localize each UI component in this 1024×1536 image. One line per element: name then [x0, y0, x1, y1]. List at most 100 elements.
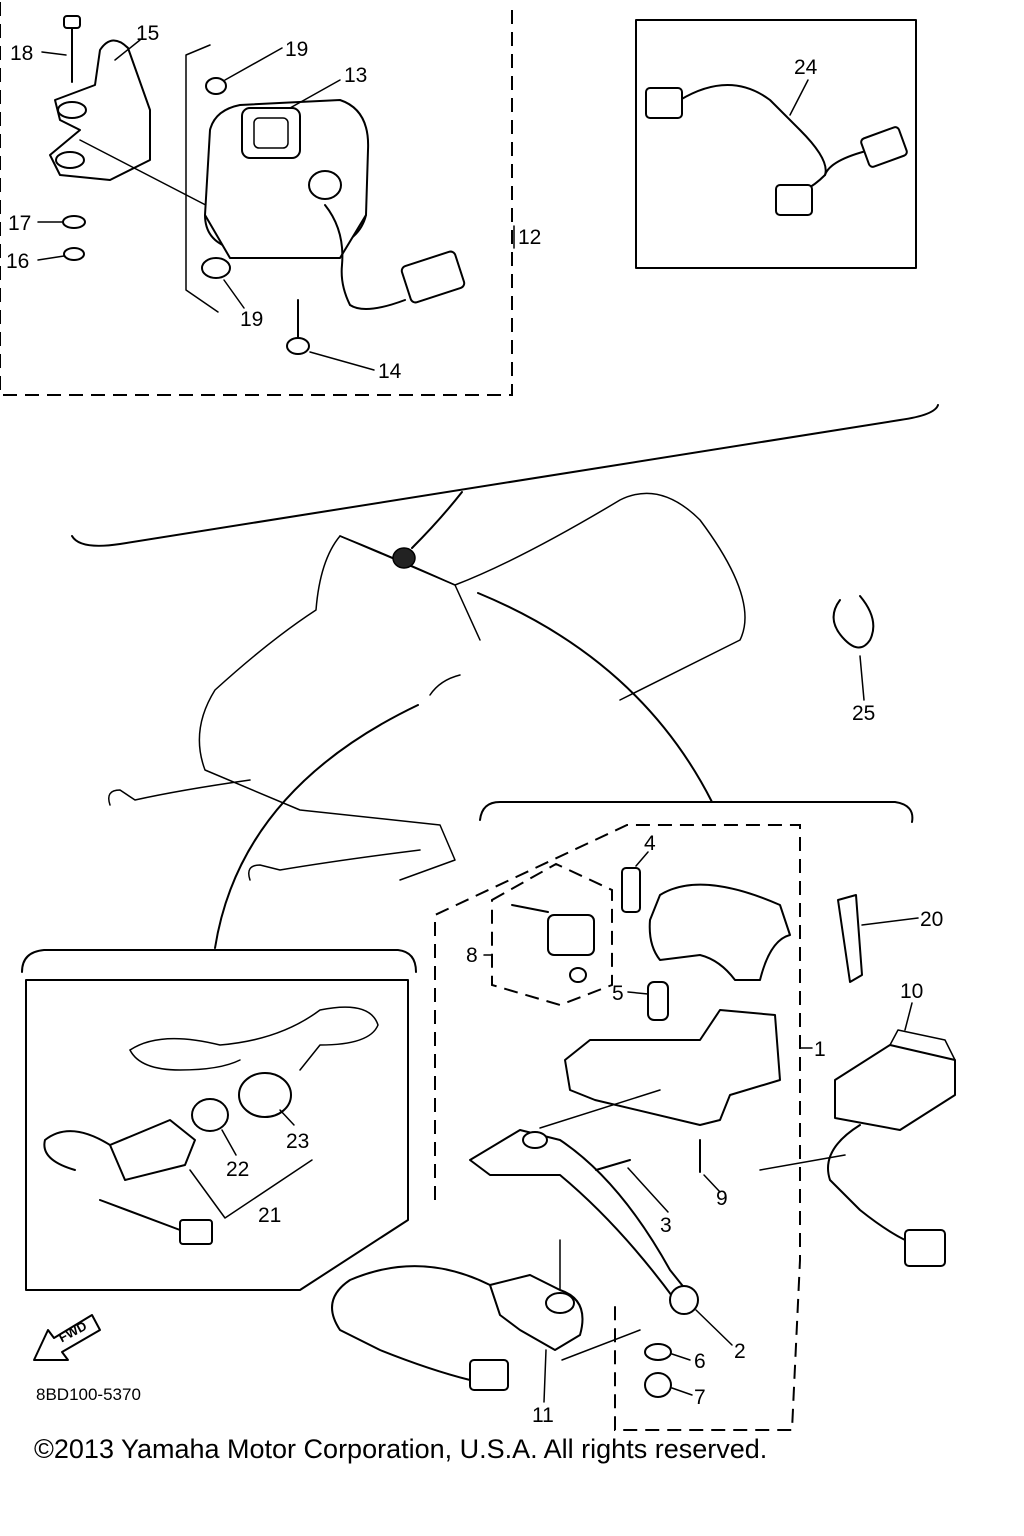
drawing-code: 8BD100-5370 [36, 1385, 141, 1404]
bracket-base-1 [564, 1009, 781, 1126]
leader-13 [289, 79, 341, 109]
assembly-12-box [0, 2, 513, 396]
callout-18: 18 [10, 42, 33, 65]
lower-bracket-curve [479, 801, 914, 823]
callout-13: 13 [344, 64, 367, 87]
callout-labels: 18 15 19 13 17 16 12 19 14 24 25 4 20 8 … [6, 22, 943, 1427]
assembly-12-group [0, 2, 515, 396]
unit-10-top [889, 1029, 956, 1061]
leader-20 [861, 917, 919, 926]
switch-21-lead [99, 1199, 181, 1231]
grommet-19-bottom [201, 257, 231, 279]
switch-11-pivot [545, 1292, 575, 1314]
leader-unit-12 [411, 491, 463, 549]
callout-8: 8 [466, 944, 478, 967]
leader-6 [671, 1353, 691, 1361]
unit-13-cable [324, 204, 406, 310]
leader-15 [114, 39, 141, 61]
leader-5 [627, 991, 649, 995]
callout-9: 9 [716, 1187, 728, 1210]
unit-13-cap-inner [253, 117, 289, 149]
callout-21: 21 [258, 1204, 281, 1227]
spring-link [429, 674, 461, 696]
callout-2: 2 [734, 1340, 746, 1363]
leader-14 [309, 351, 375, 371]
screw-14-head [286, 337, 310, 355]
leader-switch-21 [214, 704, 419, 949]
bracket-hole-bottom [55, 151, 85, 169]
leader-2 [695, 1309, 733, 1346]
switch-21-group [21, 949, 417, 1291]
bracket-15 [49, 39, 151, 181]
leader-25 [859, 655, 865, 701]
harness-24-box [635, 19, 917, 269]
collar-5 [647, 981, 669, 1021]
unit-13-port [308, 170, 342, 200]
cap-23 [238, 1072, 292, 1118]
hood-outline [198, 535, 456, 881]
callout-22: 22 [226, 1158, 249, 1181]
callout-1: 1 [814, 1038, 826, 1061]
snowmobile-outline [71, 404, 939, 949]
assembly-line-a [539, 1089, 661, 1129]
grommet-bracket-line [185, 44, 219, 313]
callout-6: 6 [694, 1350, 706, 1373]
callout-11: 11 [532, 1404, 554, 1427]
callout-16: 16 [6, 250, 29, 273]
leader-23 [279, 1109, 295, 1126]
lever-2-pivot [522, 1131, 548, 1149]
grommet-19-top [205, 77, 227, 95]
callout-17: 17 [8, 212, 31, 235]
lower-left-bracket-curve [21, 949, 417, 973]
callout-5: 5 [612, 982, 624, 1005]
lock-washer-16 [63, 247, 85, 261]
harness-24-connector-c [775, 184, 813, 216]
unit-13-connector [400, 250, 466, 304]
nut-22 [191, 1098, 229, 1132]
leader-4 [635, 851, 649, 867]
washer-17 [62, 215, 86, 229]
leader-22 [221, 1129, 237, 1156]
callout-19-bottom: 19 [240, 308, 263, 331]
leader-18 [41, 51, 67, 56]
leader-9 [703, 1174, 721, 1193]
leader-7 [671, 1387, 693, 1396]
callout-leaders [37, 39, 919, 1403]
lever-assembly-group [331, 801, 914, 1431]
callout-3: 3 [660, 1214, 672, 1237]
switch-body-21 [109, 1119, 196, 1181]
leader-3 [627, 1167, 669, 1213]
screw-3 [595, 1159, 631, 1171]
bracket-hole-top [57, 101, 87, 119]
tether-clip [129, 1049, 241, 1071]
fwd-arrow-icon [33, 1314, 101, 1361]
assembly-1-box [434, 824, 801, 1431]
part-8-block [547, 914, 595, 956]
assembly-guide-line [79, 139, 226, 216]
switch-21-box [25, 979, 409, 1291]
throttle-switch-11 [489, 1274, 584, 1351]
copyright-notice: ©2013 Yamaha Motor Corporation, U.S.A. A… [34, 1434, 767, 1464]
lever-2-knob [669, 1285, 699, 1315]
callout-24: 24 [794, 56, 818, 79]
unit-10-mount-line [759, 1154, 846, 1171]
assembly-8-box [491, 862, 613, 1007]
leader-10 [904, 1002, 913, 1031]
switch-21-connector [179, 1219, 213, 1245]
callout-7: 7 [694, 1386, 706, 1409]
unit-10-body [834, 1044, 956, 1131]
ski-right [248, 849, 421, 881]
washer-6 [644, 1343, 672, 1361]
assembly-line-c [561, 1329, 641, 1361]
ski-left [108, 779, 251, 806]
callout-15: 15 [136, 22, 159, 45]
unit-13-cap [241, 107, 301, 159]
group-21-bracket [189, 1159, 313, 1219]
harness-24-wire [679, 84, 871, 176]
harness-24-connector-a [645, 87, 683, 119]
harness-24-connector-b [860, 126, 908, 168]
part-8-spring [569, 967, 587, 983]
switch-11-connector [469, 1359, 509, 1391]
unit-10-group [759, 1029, 956, 1267]
unit-13-base [204, 214, 367, 259]
